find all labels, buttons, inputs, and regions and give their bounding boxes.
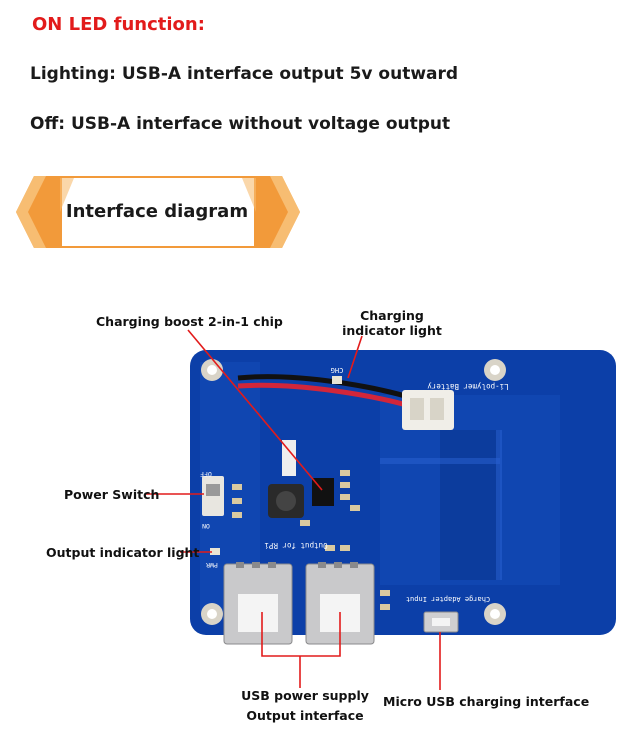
usb-supply-callout-line [261,612,341,657]
board-diagram: CHG Li-polymer Battery OFF ON Output for… [146,329,616,690]
led-off-description: Off: USB-A interface without voltage out… [30,114,451,134]
power-switch-label: Power Switch [64,487,160,502]
chip-label: Charging boost 2-in-1 chip [96,314,283,329]
output-light-label: Output indicator light [46,545,200,560]
led-lighting-description: Lighting: USB-A interface output 5v outw… [30,64,459,84]
silk-chg: CHG [331,366,344,374]
mounting-hole [201,359,223,381]
mounting-hole [201,603,223,625]
silk-on: ON [202,522,210,530]
silk-off: OFF [200,470,212,478]
pcb-board [190,350,616,635]
silk-pwr: PWR [206,561,218,569]
mounting-hole [484,603,506,625]
charging-led [332,376,342,384]
micro-usb-label: Micro USB charging interface [383,694,590,709]
charging-light-label-line2: indicator light [342,323,442,338]
charging-light-label-line1: Charging [360,308,424,323]
chip-callout-line [187,329,323,491]
usb-supply-label-line1: USB power supply [241,688,369,703]
battery-connector [402,390,454,430]
led-function-title: ON LED function: [32,14,205,35]
banner-title: Interface diagram [65,201,249,222]
silk-battery: Li-polymer Battery [427,382,509,391]
output-led [210,548,220,555]
charging-light-callout-line [347,335,363,379]
silk-charge-input: Charge Adapter Input [406,595,490,603]
mounting-hole [484,359,506,381]
usb-supply-label-line2: Output interface [246,708,364,723]
interface-diagram-banner [16,176,300,248]
usb-a-port-left [223,562,293,645]
silk-output-for: Output for RPi [264,541,327,550]
